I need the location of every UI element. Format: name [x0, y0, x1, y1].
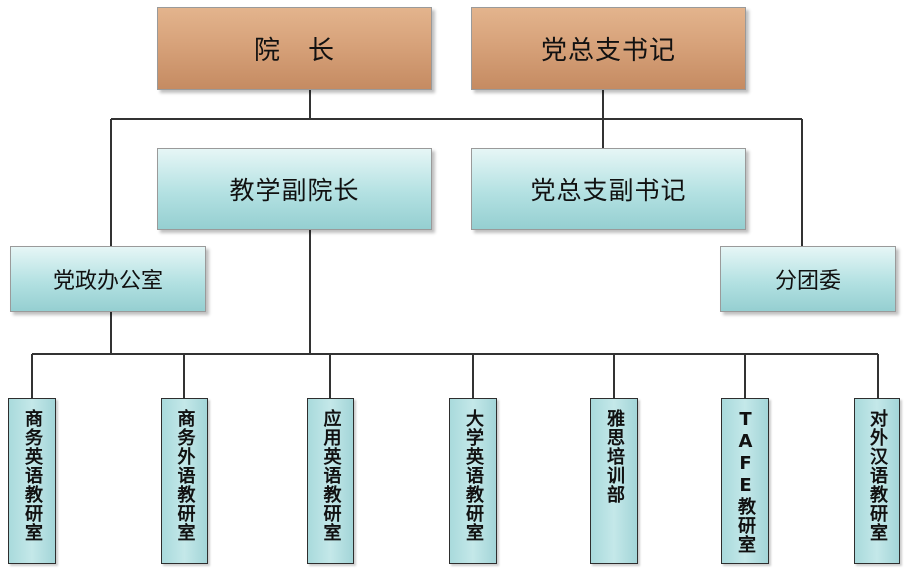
- department-box: 对外汉语教研室: [854, 398, 900, 564]
- department-box: 雅思培训部: [590, 398, 638, 564]
- department-box: 商务英语教研室: [8, 398, 56, 564]
- party-secretary-box: 党总支书记: [471, 7, 746, 90]
- dean-box: 院 长: [157, 7, 432, 90]
- vice-dean-label: 教学副院长: [229, 176, 360, 205]
- department-box: 应用英语教研室: [307, 398, 354, 564]
- department-label: 商务英语教研室: [22, 409, 43, 542]
- department-label: 对外汉语教研室: [867, 409, 888, 542]
- admin-office-box: 党政办公室: [10, 246, 206, 312]
- department-label: 大学英语教研室: [463, 409, 484, 542]
- department-box: 商务外语教研室: [161, 398, 208, 564]
- department-label: 应用英语教研室: [320, 409, 342, 542]
- youth-league-label: 分团委: [774, 269, 841, 294]
- party-secretary-label: 党总支书记: [540, 36, 676, 66]
- admin-office-label: 党政办公室: [52, 269, 163, 294]
- deputy-party-secretary-box: 党总支副书记: [471, 148, 746, 230]
- vice-dean-box: 教学副院长: [157, 148, 432, 230]
- department-label: 商务外语教研室: [174, 409, 196, 542]
- department-box: TAFE教研室: [721, 398, 769, 564]
- department-label: TAFE教研室: [735, 409, 756, 554]
- department-box: 大学英语教研室: [449, 398, 497, 564]
- deputy-party-secretary-label: 党总支副书记: [530, 176, 687, 205]
- youth-league-box: 分团委: [720, 246, 896, 312]
- dean-label: 院 长: [253, 36, 335, 66]
- department-label: 雅思培训部: [604, 409, 625, 504]
